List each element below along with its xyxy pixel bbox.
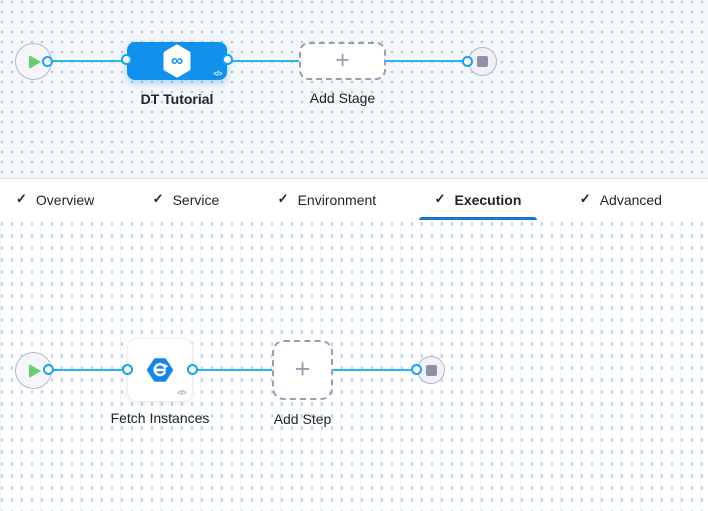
- add-step-label: Add Step: [273, 411, 332, 427]
- tab-label: Environment: [297, 191, 377, 208]
- end-in-port[interactable]: [411, 364, 422, 375]
- step-out-port[interactable]: [187, 364, 198, 375]
- stop-icon: [425, 364, 437, 376]
- tab-label: Service: [172, 191, 220, 208]
- check-icon: ✓: [579, 190, 591, 206]
- step-node-label: Fetch Instances: [110, 410, 210, 426]
- tab-environment[interactable]: ✓ Environment: [262, 179, 393, 220]
- edge-stage-to-addstage: [227, 60, 299, 62]
- stage-node-dt-tutorial[interactable]: ∞ </>: [121, 42, 233, 80]
- stage-in-port[interactable]: [121, 54, 132, 65]
- play-icon: [29, 54, 41, 69]
- add-step-button[interactable]: +: [272, 340, 333, 400]
- edge-start-to-step: [48, 369, 127, 371]
- edge-step-to-addstep: [193, 369, 272, 371]
- execution-start-node: [15, 352, 52, 389]
- stage-node-label: DT Tutorial: [140, 91, 214, 107]
- check-icon: ✓: [434, 190, 446, 206]
- step-node-fetch-instances[interactable]: </>: [122, 338, 198, 402]
- edge-addstage-to-end: [386, 60, 464, 62]
- plus-icon: +: [335, 45, 350, 74]
- code-icon: </>: [213, 71, 222, 78]
- tab-service[interactable]: ✓ Service: [137, 179, 236, 220]
- start-out-port[interactable]: [43, 364, 54, 375]
- check-icon: ✓: [16, 190, 27, 206]
- add-stage-label: Add Stage: [309, 90, 376, 106]
- execution-graph-canvas[interactable]: </> + Fetch Instances Add Step: [0, 220, 708, 511]
- edge-addstep-to-end: [333, 369, 412, 371]
- add-stage-button[interactable]: +: [299, 42, 386, 80]
- tab-advanced[interactable]: ✓ Advanced: [564, 179, 678, 220]
- stage-graph-canvas[interactable]: ∞ </> + DT Tutorial Add Stage: [0, 0, 708, 178]
- step-in-port[interactable]: [122, 364, 133, 375]
- tab-overview[interactable]: ✓ Overview: [0, 179, 110, 220]
- stop-icon: [477, 56, 488, 67]
- tab-label: Advanced: [599, 191, 662, 208]
- check-icon: ✓: [277, 190, 289, 206]
- fetch-instances-icon: [147, 358, 173, 382]
- stage-config-tabbar: ✓ Overview ✓ Service ✓ Environment ✓ Exe…: [0, 178, 708, 220]
- code-icon: </>: [177, 390, 186, 397]
- cd-stage-hexagon-icon: ∞: [163, 44, 191, 78]
- tab-label: Execution: [454, 191, 522, 208]
- tab-label: Overview: [35, 191, 95, 208]
- plus-icon: +: [294, 353, 311, 384]
- end-in-port[interactable]: [462, 56, 473, 67]
- tab-execution[interactable]: ✓ Execution: [418, 179, 538, 220]
- stage-out-port[interactable]: [222, 54, 233, 65]
- check-icon: ✓: [152, 190, 164, 206]
- play-icon: [29, 363, 41, 378]
- infinity-icon: ∞: [171, 51, 183, 70]
- edge-start-to-stage: [47, 60, 127, 62]
- start-out-port[interactable]: [42, 56, 53, 67]
